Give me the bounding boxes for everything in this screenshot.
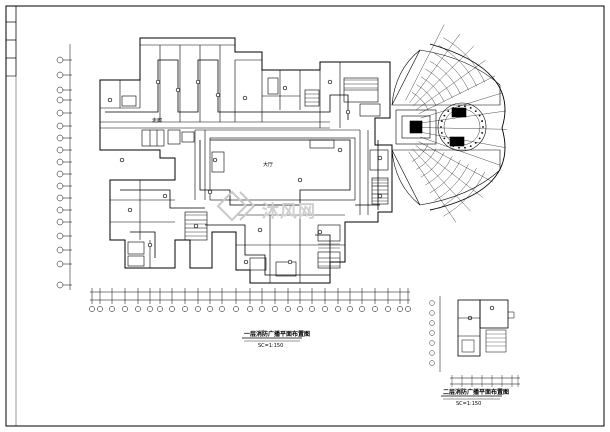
second-floor-plan [429,296,520,387]
axis-bubble [372,306,378,312]
axis-bubble [233,306,239,312]
axis-bubble [109,306,115,312]
bottom-axis-grid [89,288,411,312]
corridor-label: 走廊 [152,118,163,124]
stairs [185,79,388,267]
main-plan-scale: SC=1:150 [258,343,284,349]
speaker-symbol [317,229,323,235]
speaker-symbol [155,79,161,85]
axis-bubble [335,306,341,312]
speaker-symbol [257,227,263,233]
speaker-symbol [287,259,293,265]
speaker-symbol [345,109,351,115]
axis-bubble [122,306,128,312]
speaker-symbol [215,92,221,98]
speaker-symbol [119,157,125,163]
axis-bubble [207,306,213,312]
axis-bubble [89,306,95,312]
speaker-symbols [107,79,495,321]
axis-bubble [97,306,103,312]
speaker-symbol [282,85,288,91]
axis-bubble [219,306,225,312]
axis-bubble [309,306,315,312]
speaker-symbol [195,79,201,85]
axis-bubble [397,306,403,312]
speaker-symbol [207,189,213,195]
axis-bubble [259,306,265,312]
interior-walls [100,44,389,283]
speaker-symbol [327,79,333,85]
broadcast-wiring [105,59,380,276]
axis-bubble [135,306,141,312]
axis-bubble [385,306,391,312]
speaker-symbol [377,155,383,161]
title-block-strip [5,5,17,77]
speaker-symbol [147,242,153,248]
speaker-symbol [377,193,383,199]
hall-label: 大厅 [263,162,274,168]
axis-bubble [247,306,253,312]
speaker-symbol [162,193,168,199]
axis-bubble [195,306,201,312]
speaker-symbol [212,157,218,163]
axis-bubble [347,306,353,312]
watermark-logo [216,190,256,222]
speaker-symbol [243,259,249,265]
axis-bubble [285,306,291,312]
axis-bubble [157,306,163,312]
speaker-symbol [193,223,199,229]
axis-bubble [359,306,365,312]
axis-bubble [322,306,328,312]
axis-bubble [405,306,411,312]
speaker-symbol [107,97,113,103]
fan-shaped-hall [391,24,507,223]
speaker-symbol [175,87,181,93]
sheet-border [5,5,605,427]
left-axis-grid [56,44,72,290]
speaker-symbol [127,207,133,213]
main-floor-outline [99,37,393,284]
central-hall [209,137,356,201]
speaker-symbol [242,95,248,101]
speaker-symbol [489,305,495,311]
axis-bubble [147,306,153,312]
axis-bubble [297,306,303,312]
main-plan-title: 一层消防广播平面布置图 [244,331,311,338]
axis-bubble [272,306,278,312]
second-plan-scale: SC=1:150 [456,401,482,407]
watermark-text: 沐风网 [262,202,316,222]
speaker-symbol [337,147,343,153]
axis-bubble [182,306,188,312]
speaker-symbol [297,177,303,183]
second-plan-title: 二层消防广播平面布置图 [443,389,510,396]
axis-bubble [169,306,175,312]
